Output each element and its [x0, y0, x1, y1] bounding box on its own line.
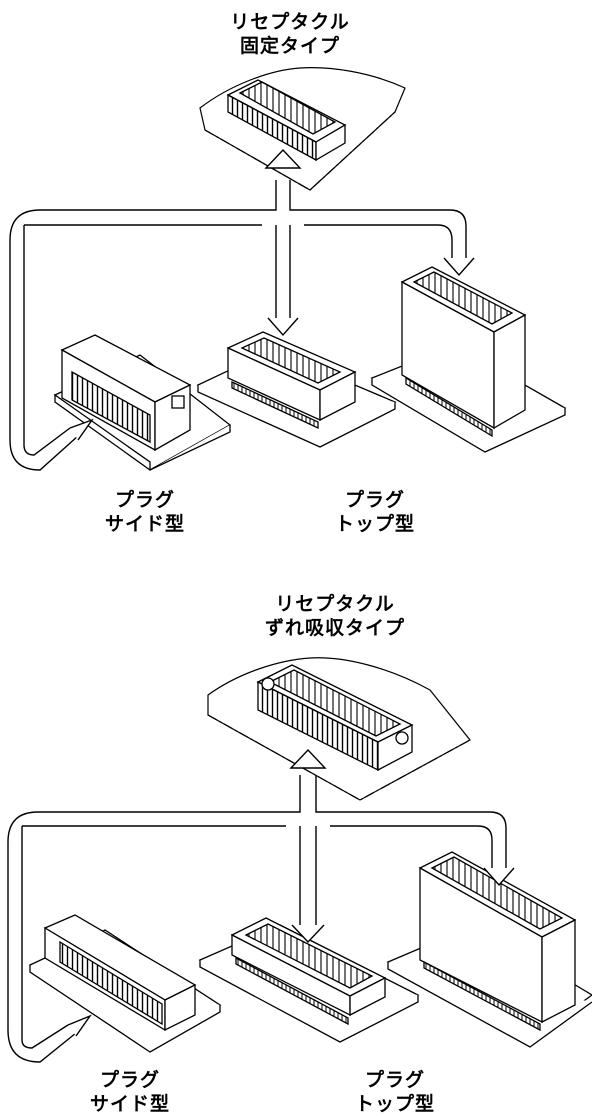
bottom-plug-side-connector: [43, 914, 197, 1032]
bottom-plug-side-label-line2: サイド型: [89, 1093, 170, 1115]
bottom-plug-top-low-connector: [230, 917, 387, 1026]
bottom-receptacle-label-line2: ずれ吸収タイプ: [264, 617, 405, 639]
top-plug-side-label-line1: プラグ: [114, 489, 175, 511]
top-receptacle-label: リセプタクル 固定タイプ: [200, 10, 380, 58]
top-arrows: [9, 148, 475, 471]
top-plug-top-low-connector: [226, 331, 357, 430]
top-plug-top-label: プラグ トップ型: [310, 488, 440, 536]
top-plug-side-label: プラグ サイド型: [80, 488, 210, 536]
bottom-receptacle-label: リセプタクル ずれ吸収タイプ: [240, 592, 430, 640]
top-plug-side-label-line2: サイド型: [104, 513, 185, 535]
bottom-plug-top-label: プラグ トップ型: [330, 1068, 460, 1116]
bottom-plug-top-label-line2: トップ型: [354, 1093, 435, 1115]
top-plug-top-label-line1: プラグ: [344, 489, 405, 511]
top-plug-top-label-line2: トップ型: [334, 513, 415, 535]
bottom-plug-side-label: プラグ サイド型: [65, 1068, 195, 1116]
bottom-plug-top-label-line1: プラグ: [364, 1069, 425, 1091]
top-receptacle-connector: [226, 79, 347, 162]
top-receptacle-label-line2: 固定タイプ: [239, 35, 340, 57]
bottom-receptacle-connector: [256, 664, 414, 772]
bottom-arrows: [7, 748, 515, 1063]
bottom-receptacle-label-line1: リセプタクル: [275, 593, 395, 615]
bottom-plug-top-tall-connector: [418, 851, 577, 1032]
top-receptacle-label-line1: リセプタクル: [230, 11, 350, 33]
top-plug-side-connector: [60, 334, 192, 452]
top-plug-top-tall-connector: [400, 266, 527, 438]
bottom-plug-side-label-line1: プラグ: [99, 1069, 160, 1091]
